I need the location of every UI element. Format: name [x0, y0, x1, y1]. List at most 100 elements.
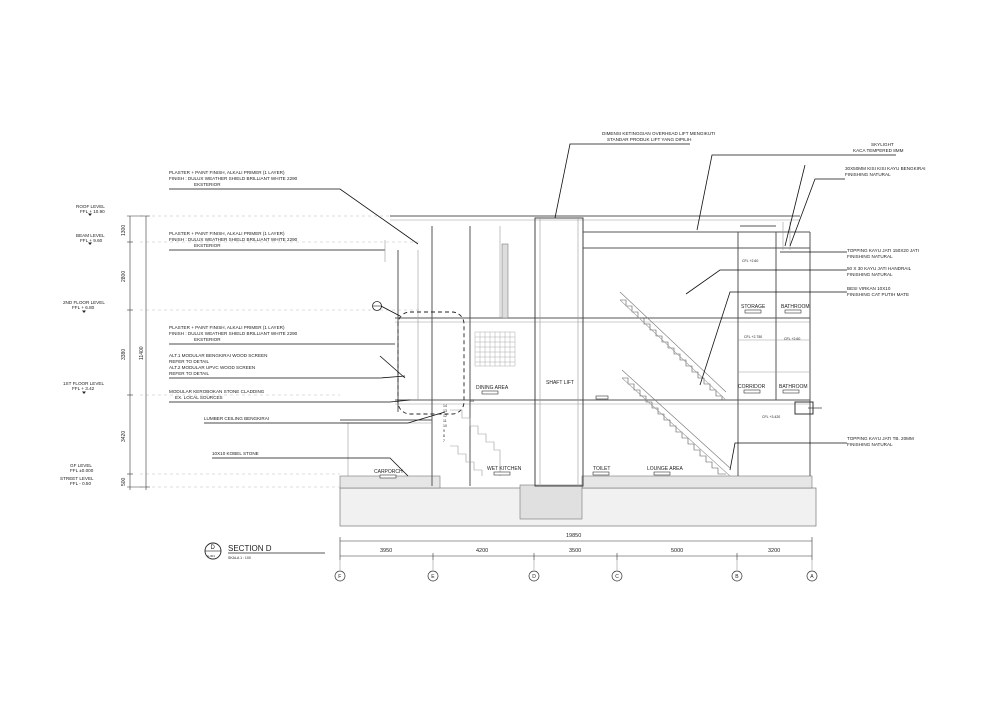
dim-segment: 4200: [476, 548, 488, 554]
level-guides: [140, 215, 590, 488]
svg-text:10X10 KOBEL STONE: 10X10 KOBEL STONE: [212, 451, 259, 456]
lift-pit: [519, 484, 583, 520]
dim-beam-2nd: 2800: [121, 271, 127, 282]
note-topping-jati-lower: TOPPING KAYU JATI TB. 20MM FINISHING NAT…: [729, 436, 914, 471]
note-kobel-stone: 10X10 KOBEL STONE: [212, 451, 409, 477]
level-name: 1ST FLOOR LEVEL: [63, 381, 104, 386]
note-plaster-middle: PLASTER + PAINT FINISH, ALKALI PRIMER (1…: [169, 231, 386, 262]
section-scale: SKALA 1 : 100: [228, 556, 251, 560]
dim-roof-beam: 1300: [121, 225, 127, 236]
level-ffl: FFL + 3.42: [72, 386, 95, 391]
note-plaster-upper: PLASTER + PAINT FINISH, ALKALI PRIMER (1…: [169, 170, 419, 245]
svg-text:TOPPING KAYU JATI TB. 20MM: TOPPING KAYU JATI TB. 20MM: [847, 436, 914, 441]
right-annotations: DIMENSI KETINGGIAN OVERHEAD LIFT MENGIKU…: [554, 131, 926, 471]
room-wet-kitchen: WET KITCHEN: [487, 466, 522, 472]
ffl-tag: CFL +2.60: [742, 259, 758, 263]
stair-step-number: 13: [443, 409, 447, 413]
svg-text:REFER TO DETAIL: REFER TO DETAIL: [169, 371, 210, 376]
dim-segment: 3950: [380, 548, 392, 554]
level-marker-icon: [82, 310, 86, 313]
svg-text:FINISH : DULUX WEATHER SHIELD: FINISH : DULUX WEATHER SHIELD BRILLIANT …: [169, 176, 298, 181]
building-section: 15 14 13 12 11 10 9 8 7: [339, 215, 822, 527]
room-storage: STORAGE: [741, 304, 766, 310]
level-marker-icon: [88, 213, 92, 216]
level-marker-icon: [82, 391, 86, 394]
ffl-tag: CFL +3.420: [762, 415, 780, 419]
dim-total-height: 11400: [139, 346, 145, 360]
grid-label: D: [532, 574, 536, 580]
note-skylight: SKYLIGHT KACA TEMPERED 8MM: [696, 142, 904, 231]
note-overhead-lift: DIMENSI KETINGGIAN OVERHEAD LIFT MENGIKU…: [554, 131, 715, 219]
svg-text:REFER TO DETAIL: REFER TO DETAIL: [169, 359, 210, 364]
room-corridor: CORRIDOR: [738, 384, 766, 390]
room-bathroom-upper: BATHROOM: [781, 304, 810, 310]
level-ffl: FFL + 9.60: [80, 238, 103, 243]
grid-bubble: [334, 570, 346, 582]
grid-bubble: [806, 570, 818, 582]
section-badge-letter: D: [211, 545, 216, 551]
shaft-lift: [534, 217, 584, 487]
note-wood-screen: ALT.1 MODULAR BENGKIRAI WOOD SCREEN REFE…: [169, 353, 406, 379]
room-lounge-area: LOUNGE AREA: [647, 466, 684, 472]
level-2nd-floor: 2ND FLOOR LEVEL FFL + 6.80: [63, 300, 105, 313]
note-plaster-lower: PLASTER + PAINT FINISH, ALKALI PRIMER (1…: [169, 325, 395, 345]
svg-text:PLASTER + PAINT FINISH, ALKALI: PLASTER + PAINT FINISH, ALKALI PRIMER (1…: [169, 170, 285, 175]
room-shaft-lift: SHAFT LIFT: [546, 380, 574, 386]
level-ffl: FFL ±0.000: [70, 468, 94, 473]
wood-screen-grid: [474, 331, 516, 367]
dim-1st-gf: 3420: [121, 431, 127, 442]
svg-text:PLASTER + PAINT FINISH, ALKALI: PLASTER + PAINT FINISH, ALKALI PRIMER (1…: [169, 231, 285, 236]
svg-text:LUMBER CEILING BENGKIRAI: LUMBER CEILING BENGKIRAI: [204, 416, 269, 421]
level-name: STREET LEVEL: [60, 476, 94, 481]
level-gf: GF LEVEL FFL ±0.000 STREET LEVEL FFL - 0…: [60, 463, 94, 486]
svg-text:SKYLIGHT: SKYLIGHT: [871, 142, 894, 147]
grid-bubbles: F E D C B A: [334, 560, 818, 582]
room-bathroom-lower: BATHROOM: [779, 384, 808, 390]
svg-text:50 X 30 KAYU JATI HANDRAIL: 50 X 30 KAYU JATI HANDRAIL: [847, 266, 912, 271]
svg-text:BESI VIRKAN 10X10: BESI VIRKAN 10X10: [847, 286, 891, 291]
svg-text:FINISH : DULUX WEATHER SHIELD: FINISH : DULUX WEATHER SHIELD BRILLIANT …: [169, 331, 298, 336]
level-name: 2ND FLOOR LEVEL: [63, 300, 105, 305]
section-title-text: SECTION D: [228, 544, 272, 553]
room-carporch: CARPORCH: [374, 469, 403, 475]
level-ffl: FFL - 0.50: [70, 481, 91, 486]
level-1st-floor: 1ST FLOOR LEVEL FFL + 3.42: [63, 381, 104, 394]
level-marker-icon: [88, 242, 92, 245]
stair-step-number: 10: [443, 424, 447, 428]
dim-segment: 5000: [671, 548, 683, 554]
room-labels: CARPORCH WET KITCHEN DINING AREA SHAFT L…: [374, 304, 810, 479]
level-name: GF LEVEL: [70, 463, 92, 468]
svg-text:EKSTERIOR: EKSTERIOR: [194, 243, 221, 248]
svg-text:PLASTER + PAINT FINISH, ALKALI: PLASTER + PAINT FINISH, ALKALI PRIMER (1…: [169, 325, 285, 330]
level-roof: ROOF LEVEL FFL + 10.90: [76, 204, 105, 216]
room-dining-area: DINING AREA: [476, 385, 509, 391]
svg-text:EKSTERIOR: EKSTERIOR: [194, 182, 221, 187]
dim-2nd-1st: 3380: [121, 349, 127, 360]
stair-step-number: 8: [443, 434, 445, 438]
stair-numbers: 15 14 13 12 11 10 9 8 7: [443, 399, 474, 443]
svg-text:FINISH : DULUX WEATHER SHIELD: FINISH : DULUX WEATHER SHIELD BRILLIANT …: [169, 237, 298, 242]
screen-detail-callout: [397, 311, 465, 415]
level-labels: ROOF LEVEL FFL + 10.90 BEAM LEVEL FFL + …: [60, 204, 105, 486]
room-toilet: TOILET: [593, 466, 610, 472]
level-name: ROOF LEVEL: [76, 204, 105, 209]
ffl-tags: CFL +2.60 CFL +2.750 CFL +2.60 CFL +3.42…: [742, 259, 800, 419]
svg-text:FINISHING NATURAL: FINISHING NATURAL: [847, 254, 893, 259]
ffl-tag: CFL +2.750: [744, 335, 762, 339]
grid-label: A: [810, 574, 814, 580]
svg-text:ALT.1 MODULAR BENGKIRAI WOOD S: ALT.1 MODULAR BENGKIRAI WOOD SCREEN: [169, 353, 267, 358]
svg-text:DIMENSI KETINGGIAN OVERHEAD LI: DIMENSI KETINGGIAN OVERHEAD LIFT MENGIKU…: [602, 131, 715, 136]
svg-text:TOPPING KAYU JATI 150X20 JATI: TOPPING KAYU JATI 150X20 JATI: [847, 248, 919, 253]
note-lumber-ceiling: LUMBER CEILING BENGKIRAI: [204, 411, 446, 424]
dim-gf-street: 500: [121, 477, 127, 486]
note-stone-cladding: MODULAR KEROBOKAN STONE CLADDING EX. LOC…: [169, 389, 411, 403]
svg-text:KACA TEMPERED 8MM: KACA TEMPERED 8MM: [853, 148, 904, 153]
stair-step-number: 14: [443, 404, 447, 408]
svg-text:30X50MM KISI KISI KAYU BENGKIR: 30X50MM KISI KISI KAYU BENGKIRAI: [845, 166, 926, 171]
note-kisi-kisi: 30X50MM KISI KISI KAYU BENGKIRAI FINISHI…: [784, 164, 926, 247]
note-besi-virkan: BESI VIRKAN 10X10 FINISHING CAT PUTIH MA…: [699, 286, 909, 386]
svg-text:FINISHING NATURAL: FINISHING NATURAL: [845, 172, 891, 177]
grid-bubble: [731, 570, 743, 582]
vertical-dimension-chain: 1300 2800 3380 3420 500 11400: [121, 215, 150, 490]
